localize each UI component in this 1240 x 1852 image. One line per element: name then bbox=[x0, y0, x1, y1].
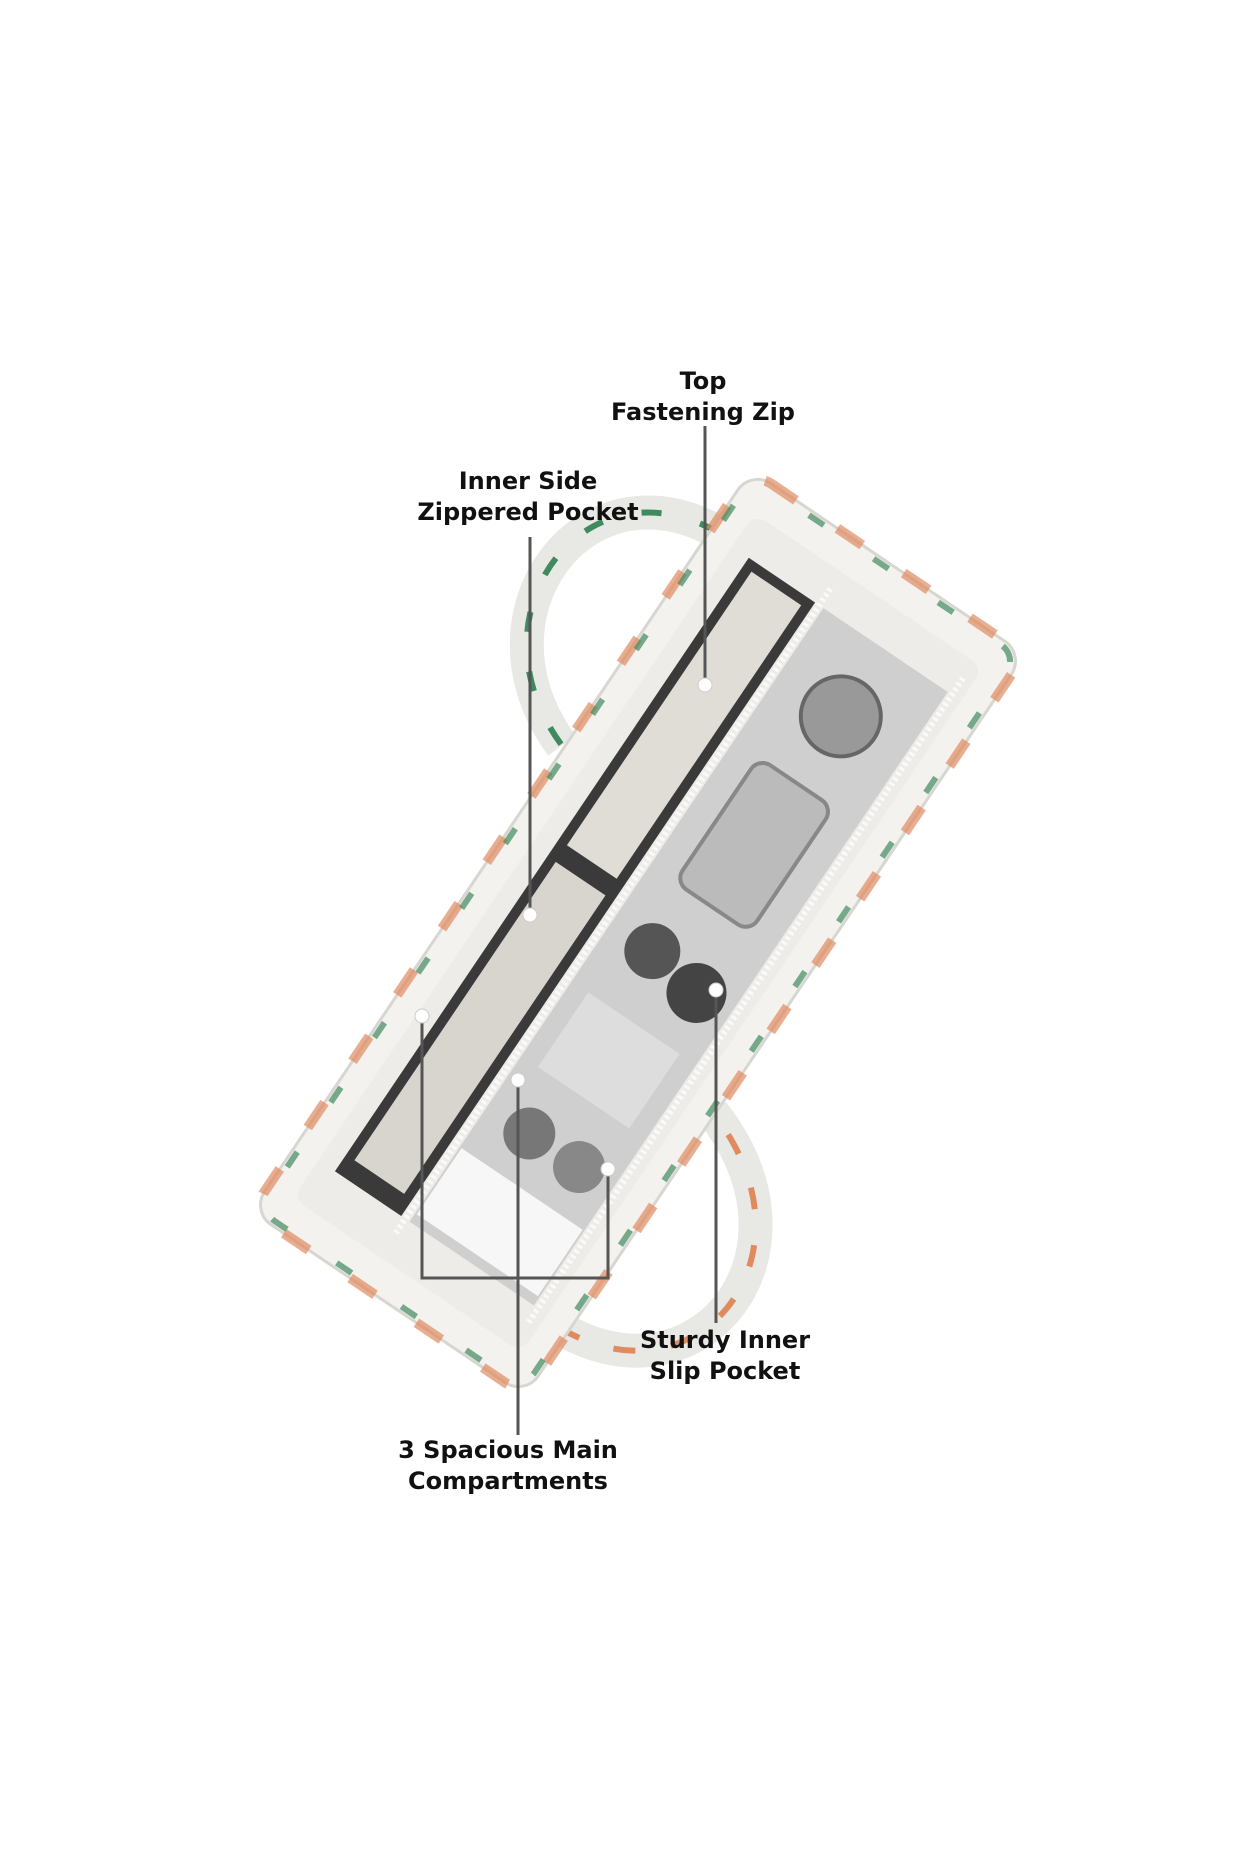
label-line: Fastening Zip bbox=[611, 398, 795, 426]
label-line: Zippered Pocket bbox=[417, 498, 639, 526]
right-handle bbox=[502, 1101, 773, 1368]
label-spacious-main-compartments: 3 Spacious Main Compartments bbox=[398, 1435, 618, 1497]
bracket-right-dot bbox=[600, 1161, 616, 1177]
side-pocket-dot bbox=[522, 907, 538, 923]
slip-pocket-dot bbox=[708, 982, 724, 998]
bracket-left-dot bbox=[414, 1008, 430, 1024]
callout-dots bbox=[414, 677, 724, 1177]
label-sturdy-inner-slip-pocket: Sturdy Inner Slip Pocket bbox=[640, 1325, 810, 1387]
top-zip-dot bbox=[697, 677, 713, 693]
compartments-dot bbox=[510, 1072, 526, 1088]
label-line: Compartments bbox=[408, 1467, 608, 1495]
callout-lines bbox=[420, 426, 718, 1435]
label-line: Sturdy Inner bbox=[639, 1326, 811, 1354]
tote-bag bbox=[255, 474, 1021, 1392]
label-inner-side-zippered-pocket: Inner Side Zippered Pocket bbox=[417, 466, 638, 528]
label-top-fastening-zip: Top Fastening Zip bbox=[611, 366, 795, 428]
left-handle-print bbox=[523, 509, 768, 748]
label-line: Top bbox=[679, 367, 727, 395]
label-line: Inner Side bbox=[458, 467, 598, 495]
label-line: Slip Pocket bbox=[649, 1357, 801, 1385]
label-line: 3 Spacious Main bbox=[398, 1436, 618, 1464]
compartments-bracket bbox=[420, 1016, 610, 1280]
